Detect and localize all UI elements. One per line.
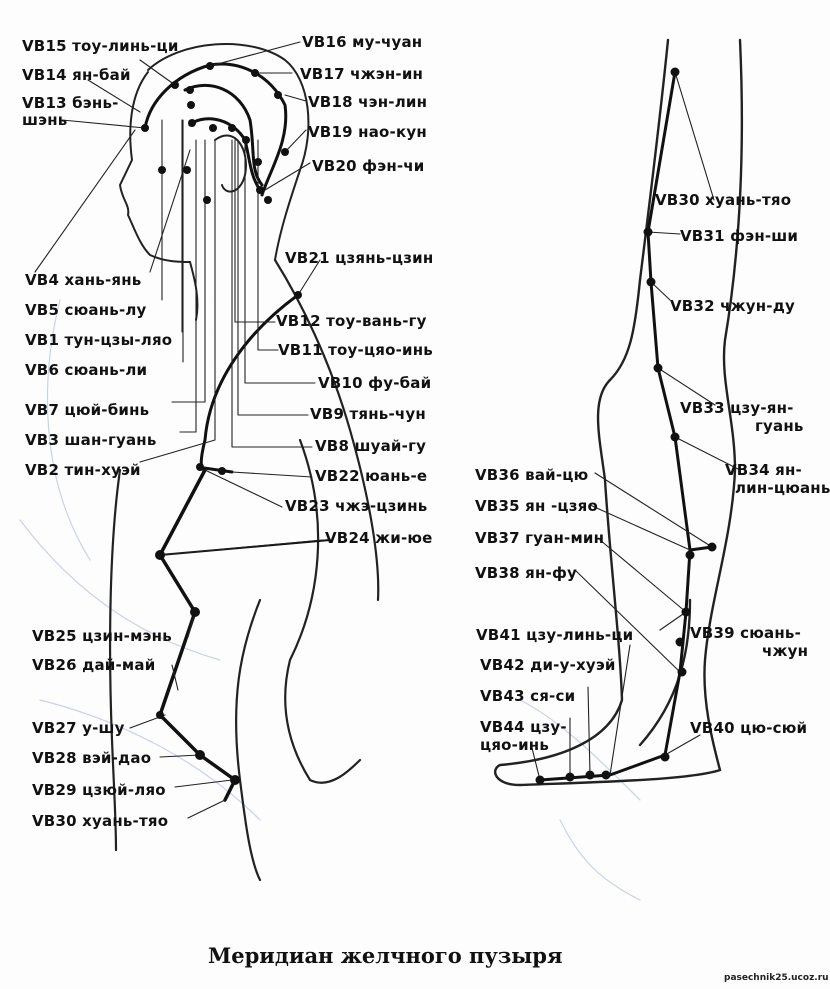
label-vb34-cont: лин-цюань bbox=[735, 479, 830, 497]
label-vb13-cont: шэнь bbox=[22, 111, 68, 129]
label-vb11: VB11 тоу-цяо-инь bbox=[278, 341, 433, 359]
body-outline bbox=[108, 258, 380, 882]
label-vb13: VB13 бэнь- bbox=[22, 94, 119, 112]
label-vb39: VB39 сюань- bbox=[690, 624, 802, 642]
label-vb2: VB2 тин-хуэй bbox=[25, 461, 141, 479]
label-vb14: VB14 ян-бай bbox=[22, 66, 131, 84]
label-vb7: VB7 цюй-бинь bbox=[25, 401, 150, 419]
label-vb39-cont: чжун bbox=[762, 642, 809, 660]
meridian-path bbox=[143, 62, 714, 802]
label-vb5: VB5 сюань-лу bbox=[25, 301, 147, 319]
label-vb30-leg: VB30 хуань-тяо bbox=[655, 191, 792, 209]
label-vb20: VB20 фэн-чи bbox=[312, 157, 425, 175]
label-vb27: VB27 у-шу bbox=[32, 719, 125, 737]
label-vb8: VB8 шуай-гу bbox=[315, 437, 427, 455]
label-vb28: VB28 вэй-дао bbox=[32, 749, 152, 767]
label-vb29: VB29 цзюй-ляо bbox=[32, 781, 166, 799]
label-vb15: VB15 тоу-линь-ци bbox=[22, 37, 179, 55]
leader-lines bbox=[34, 41, 741, 819]
label-vb32: VB32 чжун-ду bbox=[670, 297, 796, 315]
label-vb38: VB38 ян-фу bbox=[475, 564, 578, 582]
label-vb6: VB6 сюань-ли bbox=[25, 361, 148, 379]
label-vb24: VB24 жи-юе bbox=[325, 529, 433, 547]
label-vb17: VB17 чжэн-ин bbox=[300, 65, 424, 83]
diagram-title: Меридиан желчного пузыря bbox=[208, 943, 563, 968]
label-vb44: VB44 цзу- bbox=[480, 718, 567, 736]
label-vb44-cont: цяо-инь bbox=[480, 736, 550, 754]
label-vb40: VB40 цю-сюй bbox=[690, 719, 808, 737]
acupoints bbox=[141, 62, 717, 785]
label-vb36: VB36 вай-цю bbox=[475, 466, 589, 484]
label-vb26: VB26 дай-май bbox=[32, 656, 156, 674]
label-vb41: VB41 цзу-линь-ци bbox=[476, 626, 634, 644]
background-sketch bbox=[19, 299, 641, 901]
label-vb23: VB23 чжэ-цзинь bbox=[285, 497, 428, 515]
label-vb1: VB1 тун-цзы-ляо bbox=[25, 331, 173, 349]
label-vb4: VB4 хань-янь bbox=[25, 271, 142, 289]
label-vb22: VB22 юань-е bbox=[315, 467, 428, 485]
label-vb33-cont: гуань bbox=[755, 417, 804, 435]
label-vb37: VB37 гуан-мин bbox=[475, 529, 605, 547]
label-vb33: VB33 цзу-ян- bbox=[680, 399, 794, 417]
label-vb21: VB21 цзянь-цзин bbox=[285, 249, 434, 267]
label-vb25: VB25 цзин-мэнь bbox=[32, 627, 172, 645]
label-vb10: VB10 фу-бай bbox=[318, 374, 432, 392]
label-vb18: VB18 чэн-лин bbox=[308, 93, 428, 111]
label-vb35: VB35 ян -цзяо bbox=[475, 497, 598, 515]
label-vb42: VB42 ди-у-хуэй bbox=[480, 656, 616, 674]
label-vb31: VB31 фэн-ши bbox=[680, 227, 799, 245]
label-vb30: VB30 хуань-тяо bbox=[32, 812, 169, 830]
label-vb9: VB9 тянь-чун bbox=[310, 405, 426, 423]
label-vb16: VB16 му-чуан bbox=[302, 33, 423, 51]
label-vb19: VB19 нао-кун bbox=[308, 123, 427, 141]
label-vb43: VB43 ся-си bbox=[480, 687, 576, 705]
watermark: pasechnik25.ucoz.ru bbox=[724, 973, 829, 983]
label-vb34: VB34 ян- bbox=[725, 461, 802, 479]
label-vb3: VB3 шан-гуань bbox=[25, 431, 157, 449]
label-vb12: VB12 тоу-вань-гу bbox=[276, 312, 427, 330]
